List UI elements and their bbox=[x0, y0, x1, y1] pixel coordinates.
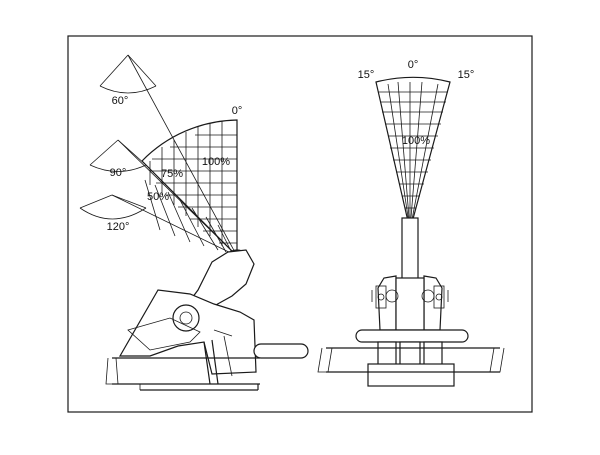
pivot-pin bbox=[172, 304, 200, 332]
capacity-sector bbox=[111, 119, 238, 258]
clamp-body bbox=[118, 249, 257, 385]
label-90-deg: 90° bbox=[110, 167, 127, 179]
capacity-fan bbox=[375, 76, 451, 231]
angle-60-sector bbox=[99, 54, 157, 94]
angle-120-sector bbox=[79, 194, 147, 220]
label-0-deg-left: 0° bbox=[232, 105, 243, 117]
label-100-percent-left: 100% bbox=[202, 156, 230, 168]
label-0-deg-right: 0° bbox=[408, 59, 419, 71]
diagram-frame bbox=[67, 35, 533, 413]
cam bbox=[127, 317, 201, 351]
handle-lever bbox=[253, 343, 309, 359]
steel-plate-right bbox=[317, 347, 505, 373]
jaw-body bbox=[118, 289, 257, 375]
load-direction-line bbox=[127, 54, 238, 257]
label-75-percent: 75% bbox=[161, 168, 183, 180]
pivot-pin-center bbox=[179, 311, 193, 325]
label-100-percent-right: 100% bbox=[402, 135, 430, 147]
clamp-front bbox=[371, 275, 449, 331]
grip-bar bbox=[355, 329, 469, 343]
front-view: 15° 0° 15° 100% bbox=[317, 59, 505, 387]
base-block bbox=[367, 363, 455, 387]
label-50-percent: 50% bbox=[147, 191, 169, 203]
label-60-deg: 60° bbox=[112, 95, 129, 107]
label-15-deg-left: 15° bbox=[358, 69, 375, 81]
side-view: 60° 90° 120° 0° 100% 75% 50% bbox=[79, 54, 309, 391]
label-120-deg: 120° bbox=[107, 221, 130, 233]
steel-plate-left bbox=[105, 357, 260, 391]
label-15-deg-right: 15° bbox=[458, 69, 475, 81]
